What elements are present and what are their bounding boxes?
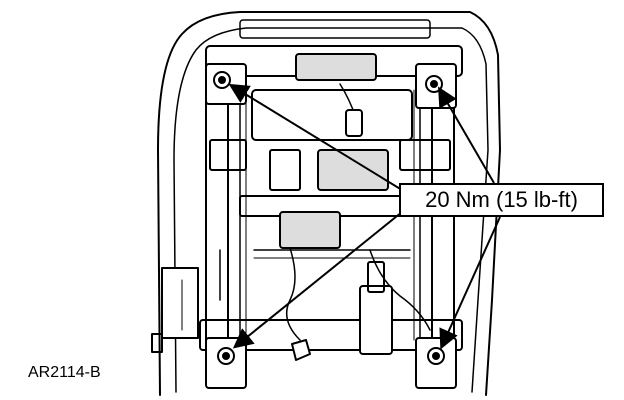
torque-label: 20 Nm (15 lb-ft)	[425, 187, 578, 212]
bolt-lower-left-icon	[217, 347, 235, 365]
leader-line-upper-left	[228, 83, 403, 191]
bottom-rail	[199, 319, 463, 351]
connector	[345, 109, 363, 137]
left-side-rail	[205, 75, 229, 377]
seat-back-shell	[157, 11, 501, 396]
bolt-upper-right-icon	[425, 75, 443, 93]
torque-callout: 20 Nm (15 lb-ft)	[399, 183, 604, 217]
bolt-upper-left-icon	[213, 71, 231, 89]
center-latch	[359, 285, 393, 355]
seat-back-inner-edge	[173, 27, 489, 393]
bolt-icon-group	[213, 71, 445, 365]
leader-line-lower-left	[232, 211, 403, 349]
recliner-mechanism	[317, 149, 389, 191]
leader-line-lower-right	[439, 216, 501, 350]
left-side-bracket	[161, 267, 199, 339]
top-motor	[295, 53, 377, 81]
lumbar-motor	[279, 211, 341, 249]
right-side-rail	[431, 75, 455, 377]
figure-id: AR2114-B	[28, 364, 101, 381]
bolt-lower-right-icon	[427, 347, 445, 365]
leader-line-upper-right	[437, 86, 495, 184]
